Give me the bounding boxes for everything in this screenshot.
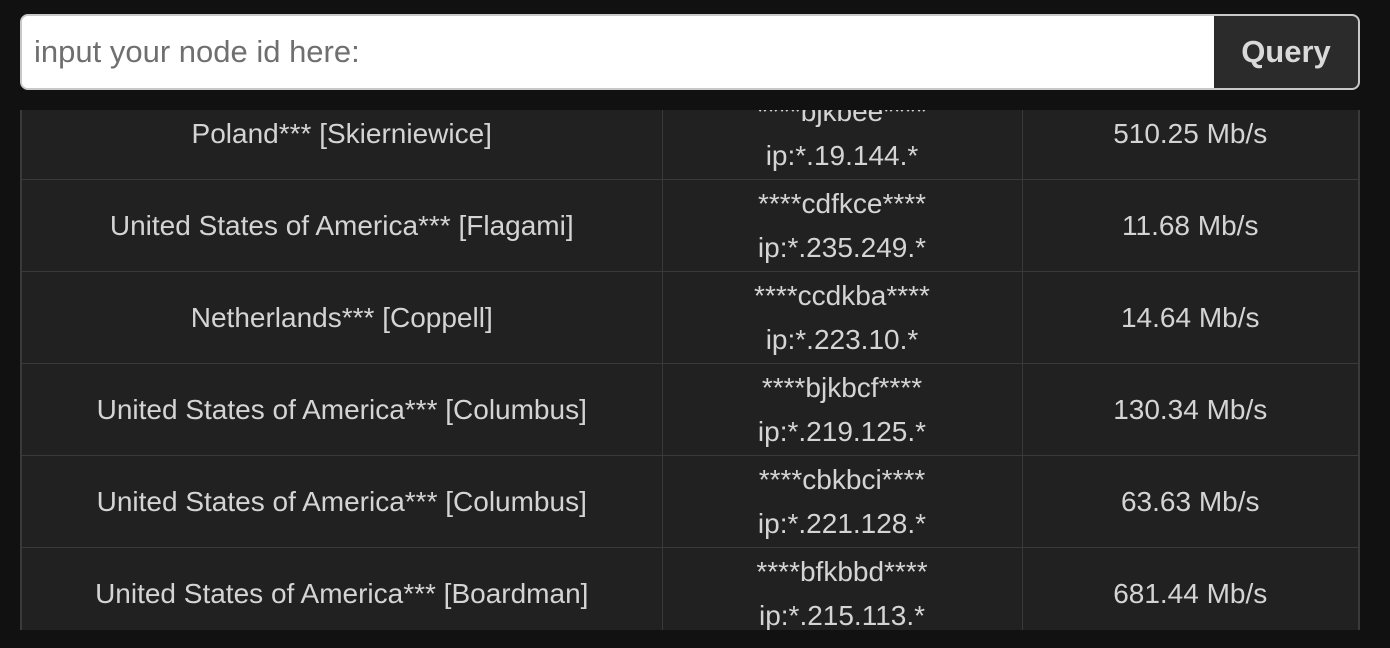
node-speed: 130.34 Mb/s xyxy=(1021,363,1358,456)
nodes-table: Poland*** [Skierniewice] ****bjkbee**** … xyxy=(22,110,1358,630)
node-location: United States of America*** [Boardman] xyxy=(22,547,662,630)
node-ip: ip:*.215.113.* xyxy=(758,599,926,631)
node-id: ****cdfkce**** xyxy=(757,187,927,219)
node-location: United States of America*** [Columbus] xyxy=(22,363,662,456)
table-row: United States of America*** [Flagami] **… xyxy=(22,179,1358,272)
node-speed: 510.25 Mb/s xyxy=(1021,110,1358,180)
table-row: United States of America*** [Boardman] *… xyxy=(22,547,1358,631)
table-row: United States of America*** [Columbus] *… xyxy=(22,455,1358,548)
node-location: United States of America*** [Columbus] xyxy=(22,455,662,548)
node-identity: ****bjkbcf**** ip:*.219.125.* xyxy=(661,363,1022,456)
query-bar: Query xyxy=(20,14,1360,90)
node-location: United States of America*** [Flagami] xyxy=(22,179,662,272)
table-row: United States of America*** [Columbus] *… xyxy=(22,363,1358,456)
node-id: ****bjkbee**** xyxy=(757,110,927,127)
node-ip: ip:*.221.128.* xyxy=(757,507,927,539)
node-id: ****bfkbbd**** xyxy=(756,555,928,587)
node-ip: ip:*.235.249.* xyxy=(757,231,927,263)
node-identity: ****bfkbbd**** ip:*.215.113.* xyxy=(661,547,1022,631)
node-identity: ****bjkbee**** ip:*.19.144.* xyxy=(661,110,1022,180)
node-identity: ****cbkbci**** ip:*.221.128.* xyxy=(661,455,1022,548)
node-ip: ip:*.19.144.* xyxy=(765,139,919,171)
nodes-table-container[interactable]: Poland*** [Skierniewice] ****bjkbee**** … xyxy=(20,110,1360,630)
node-speed: 63.63 Mb/s xyxy=(1021,455,1358,548)
table-row: Poland*** [Skierniewice] ****bjkbee**** … xyxy=(22,110,1358,180)
node-speed: 14.64 Mb/s xyxy=(1021,271,1358,364)
node-location: Poland*** [Skierniewice] xyxy=(22,110,662,180)
node-id: ****cbkbci**** xyxy=(758,463,926,495)
node-id: ****ccdkba**** xyxy=(754,279,930,311)
query-button[interactable]: Query xyxy=(1214,16,1358,88)
node-location: Netherlands*** [Coppell] xyxy=(22,271,662,364)
node-id: ****bjkbcf**** xyxy=(761,371,923,403)
node-identity: ****ccdkba**** ip:*.223.10.* xyxy=(661,271,1022,364)
node-speed: 681.44 Mb/s xyxy=(1021,547,1358,630)
node-ip: ip:*.219.125.* xyxy=(757,415,927,447)
node-speed: 11.68 Mb/s xyxy=(1021,179,1358,272)
node-id-search-input[interactable] xyxy=(22,16,1214,88)
table-row: Netherlands*** [Coppell] ****ccdkba**** … xyxy=(22,271,1358,364)
node-ip: ip:*.223.10.* xyxy=(765,323,919,355)
node-identity: ****cdfkce**** ip:*.235.249.* xyxy=(661,179,1022,272)
